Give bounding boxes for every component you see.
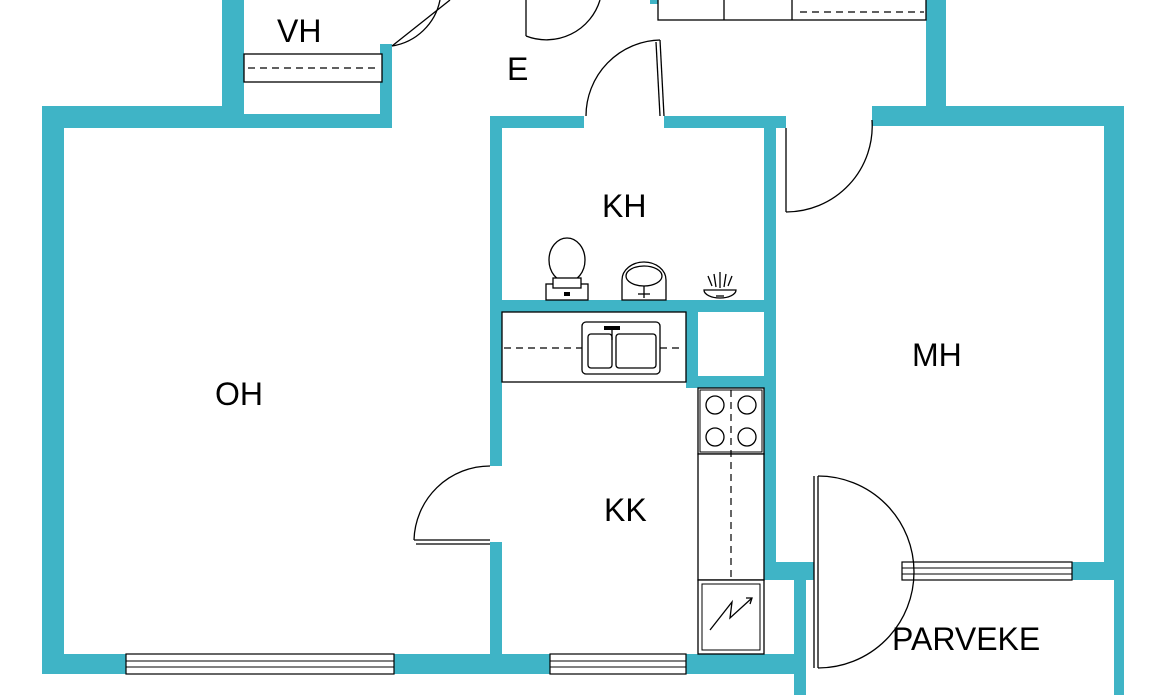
windows [125,561,1073,675]
hall-wardrobe [657,0,927,21]
kitchen-sink-icon [501,311,687,383]
room-label-kh: KH [602,188,646,224]
room-label-oh: OH [215,376,263,412]
room-label-kk: KK [604,492,647,528]
room-labels: VH E KH OH MH KK PARVEKE [215,13,1040,657]
room-label-e: E [507,51,528,87]
room-label-mh: MH [912,337,962,373]
washbasin-icon [621,261,667,301]
electric-panel-icon [697,579,765,655]
doors [391,0,915,669]
room-label-vh: VH [277,13,321,49]
kitchen-counter [697,390,765,581]
shower-drain-icon [703,272,737,299]
vh-shelf [243,53,383,83]
toilet-icon [545,237,589,301]
room-label-parveke: PARVEKE [892,621,1040,657]
